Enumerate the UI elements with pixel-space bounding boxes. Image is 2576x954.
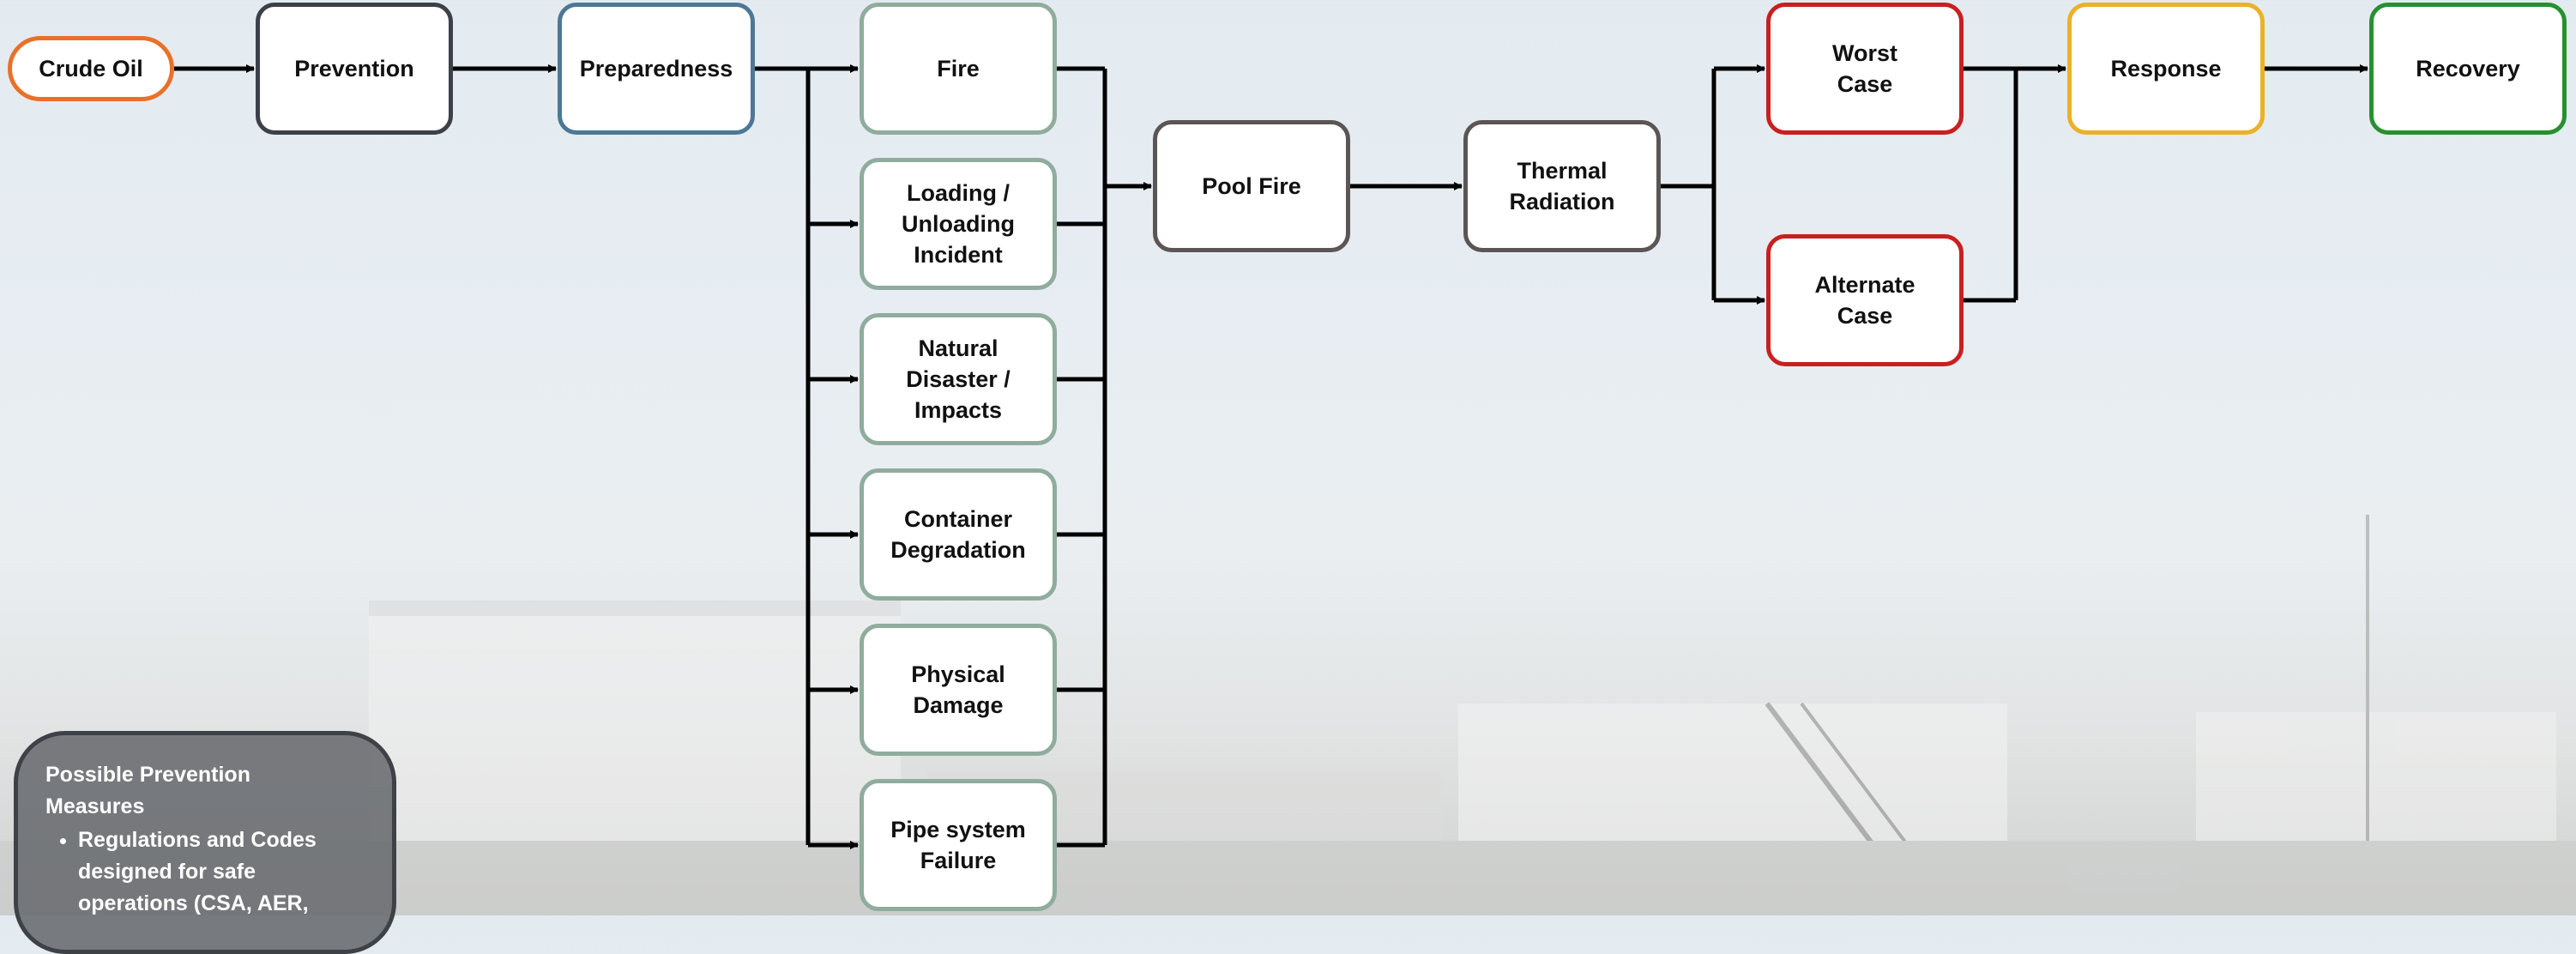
prevention-measures-list: Regulations and Codes designed for safe … [45,824,368,920]
prevention-measures-title: Possible Prevention Measures [45,763,250,818]
node-response: Response [2067,3,2265,135]
node-crude-oil: Crude Oil [8,36,174,101]
node-thermal-radiation: Thermal Radiation [1463,120,1661,252]
node-natural-disaster-impacts: Natural Disaster / Impacts [860,313,1057,445]
node-pool-fire: Pool Fire [1153,120,1350,252]
node-recovery: Recovery [2369,3,2567,135]
node-container-degradation: Container Degradation [860,468,1057,601]
node-loading-unloading-incident: Loading / Unloading Incident [860,158,1057,290]
flow-connectors [174,64,2368,849]
node-pipe-system-failure: Pipe system Failure [860,779,1057,911]
node-preparedness: Preparedness [558,3,755,135]
node-alternate-case: Alternate Case [1766,234,1964,366]
node-physical-damage: Physical Damage [860,624,1057,756]
prevention-measures-panel: Possible Prevention Measures Regulations… [14,731,396,954]
node-worst-case: Worst Case [1766,3,1964,135]
prevention-measure-item: Regulations and Codes designed for safe … [78,824,353,920]
node-prevention: Prevention [256,3,453,135]
node-fire: Fire [860,3,1057,135]
